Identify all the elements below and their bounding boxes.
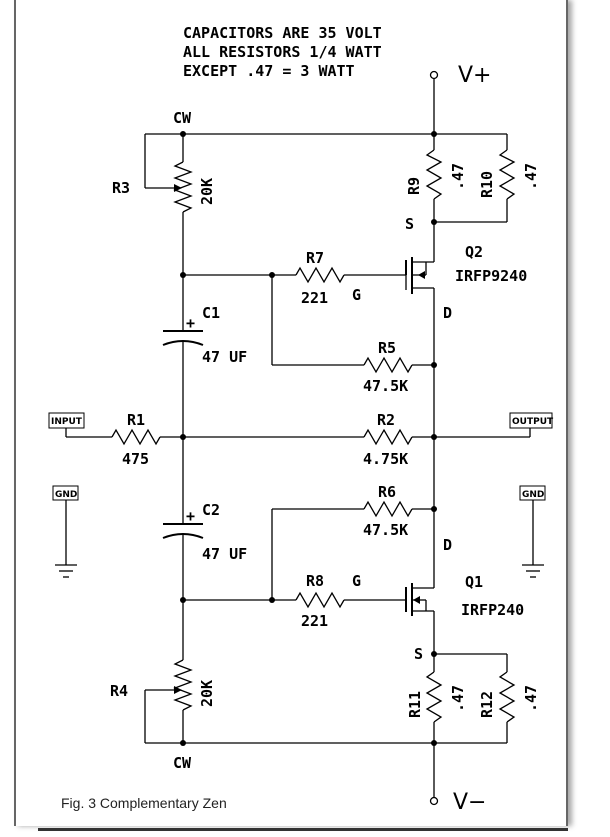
q2-part: IRFP9240 (455, 267, 527, 285)
c1-capacitor (162, 275, 204, 437)
r5-label: R5 (378, 339, 396, 357)
q2-mosfet-symbol (405, 222, 435, 435)
r6-value: 47.5K (363, 521, 408, 539)
r2-label: R2 (377, 411, 395, 429)
note-resistors: ALL RESISTORS 1/4 WATT (183, 43, 382, 61)
q1-label: Q1 (465, 573, 483, 591)
bottom-rail (145, 740, 507, 797)
c1-label: C1 (202, 304, 220, 322)
r8-value: 221 (301, 612, 328, 630)
q1-gate-label: G (352, 572, 361, 590)
r4-value: 20K (198, 680, 216, 707)
q1-part: IRFP240 (461, 601, 524, 619)
q1-source-label: S (414, 645, 423, 663)
r11-value: .47 (449, 685, 467, 712)
r9-value: .47 (449, 163, 467, 190)
vminus-label: V− (453, 790, 486, 815)
output-port-label: OUTPUT (512, 417, 554, 427)
q2-gate-label: G (352, 286, 361, 304)
r8-label: R8 (306, 572, 324, 590)
q2-source-label: S (405, 215, 414, 233)
vplus-label: V+ (458, 63, 491, 88)
c2-value: 47 UF (202, 545, 247, 563)
r2-resistor (183, 428, 531, 446)
r7-value: 221 (301, 289, 328, 307)
input-port-label: INPUT (51, 417, 83, 427)
r10-label: R10 (478, 171, 496, 198)
gnd-left-label: GND (55, 490, 77, 500)
r8-resistor (183, 591, 406, 609)
c1-polarity: + (186, 314, 195, 332)
r12-label: R12 (478, 691, 496, 718)
r6-label: R6 (378, 483, 396, 501)
r1-resistor (65, 428, 186, 446)
r12-value: .47 (522, 685, 540, 712)
r7-label: R7 (306, 249, 324, 267)
gnd-right-symbol (522, 500, 544, 578)
vplus-terminal (429, 70, 439, 80)
r3-label: R3 (112, 179, 130, 197)
r1-label: R1 (127, 411, 145, 429)
gnd-left-symbol (55, 500, 77, 578)
r4-potentiometer (144, 600, 193, 743)
q1-mosfet-symbol (405, 437, 435, 654)
r5-value: 47.5K (363, 377, 408, 395)
bottom-rule (38, 828, 568, 831)
note-capacitors: CAPACITORS ARE 35 VOLT (183, 24, 382, 42)
note-exception: EXCEPT .47 = 3 WATT (183, 62, 355, 80)
c1-value: 47 UF (202, 348, 247, 366)
r9-label: R9 (405, 177, 423, 195)
r4-label: R4 (110, 682, 128, 700)
r3-cw-label: CW (173, 109, 192, 127)
r3-potentiometer (144, 134, 193, 275)
figure-caption: Fig. 3 Complementary Zen (61, 795, 227, 811)
r9-r10-resistors (425, 134, 516, 225)
r4-cw-label: CW (173, 754, 192, 772)
r10-value: .47 (522, 163, 540, 190)
r2-value: 4.75K (363, 450, 408, 468)
r11-r12-resistors (425, 651, 516, 743)
r3-value: 20K (198, 178, 216, 205)
r1-value: 475 (122, 450, 149, 468)
q2-label: Q2 (465, 243, 483, 261)
vminus-terminal (429, 796, 439, 806)
figure-frame (14, 0, 568, 826)
output-port (509, 412, 553, 429)
gnd-right-label: GND (522, 490, 544, 500)
r5-resistor (271, 275, 437, 374)
q1-drain-label: D (443, 536, 452, 554)
r7-resistor (183, 266, 406, 284)
c2-polarity: + (186, 507, 195, 525)
c2-label: C2 (202, 501, 220, 519)
top-rail (145, 79, 507, 137)
r11-label: R11 (406, 691, 424, 718)
q2-drain-label: D (443, 304, 452, 322)
r6-resistor (271, 500, 437, 600)
c2-capacitor (162, 437, 204, 600)
